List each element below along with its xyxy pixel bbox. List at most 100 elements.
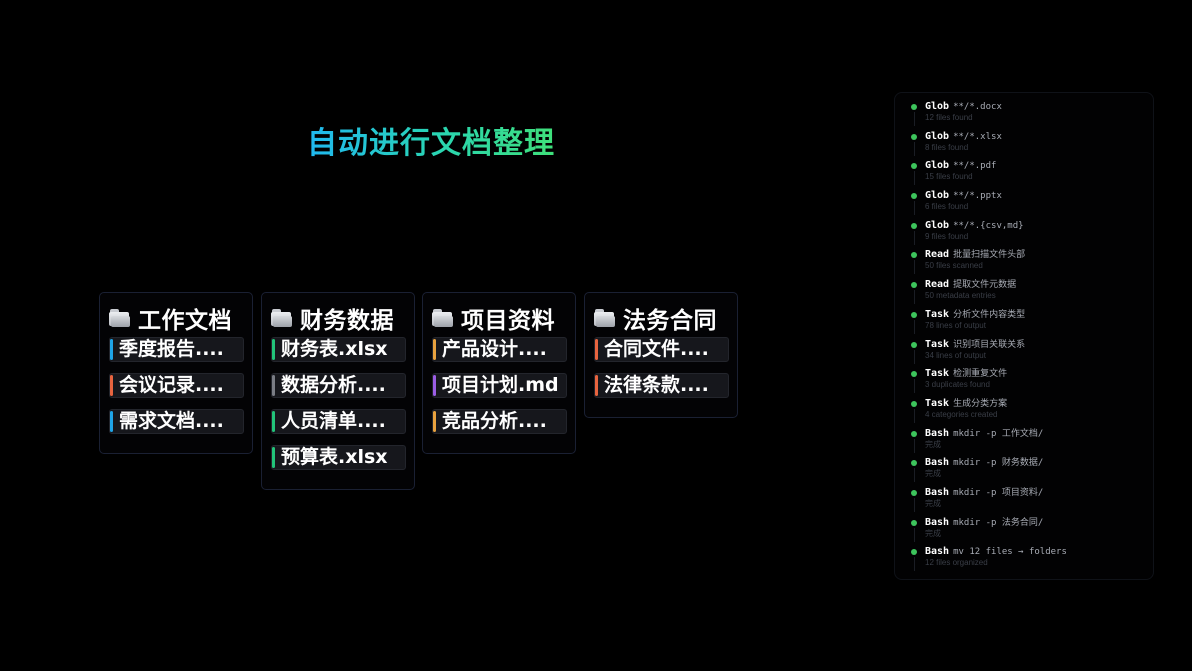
- folder-icon: [594, 309, 616, 327]
- log-arg: mkdir -p 工作文档/: [953, 428, 1044, 439]
- status-dot-icon: [911, 430, 917, 437]
- log-tool: Bash: [925, 516, 950, 528]
- file-chip[interactable]: 法律条款....: [594, 373, 729, 398]
- file-chip[interactable]: 季度报告....: [109, 337, 244, 362]
- folder-icon: [109, 309, 131, 327]
- log-result: 12 files organized: [925, 558, 988, 568]
- log-arg: 识别项目关联关系: [953, 339, 1026, 350]
- status-dot-icon: [911, 104, 917, 110]
- status-dot-icon: [911, 549, 917, 556]
- log-result: 50 metadata entries: [925, 291, 996, 301]
- status-dot-icon: [911, 460, 917, 467]
- file-chip[interactable]: 项目计划.md: [432, 373, 567, 398]
- folder-card-legal-contracts[interactable]: 法务合同 合同文件.... 法律条款....: [584, 292, 738, 418]
- file-chip[interactable]: 财务表.xlsx: [271, 337, 406, 362]
- log-arg: mv 12 files → folders: [953, 547, 1067, 558]
- log-result: 3 duplicates found: [925, 380, 990, 390]
- folder-card-work-docs[interactable]: 工作文档 季度报告.... 会议记录.... 需求文档....: [99, 292, 253, 454]
- log-arg: **/*.pdf: [953, 161, 997, 172]
- folder-icon: [432, 309, 454, 327]
- status-dot-icon: [911, 371, 917, 378]
- status-dot-icon: [911, 252, 917, 259]
- status-dot-icon: [911, 282, 917, 289]
- log-arg: mkdir -p 法务合同/: [953, 517, 1044, 528]
- status-dot-icon: [911, 341, 917, 348]
- log-tool: Task: [925, 308, 950, 320]
- log-arg: **/*.{csv,md}: [953, 220, 1024, 231]
- file-chip[interactable]: 会议记录....: [109, 373, 244, 398]
- folder-icon: [271, 309, 293, 327]
- log-result: 34 lines of output: [925, 350, 986, 360]
- log-tool: Bash: [925, 427, 950, 439]
- log-arg: 生成分类方案: [953, 398, 1008, 409]
- log-tool: Task: [925, 338, 950, 350]
- status-dot-icon: [911, 489, 917, 496]
- log-arg: mkdir -p 财务数据/: [953, 458, 1044, 469]
- page-title: 自动进行文档整理: [307, 118, 555, 162]
- log-arg: 检测重复文件: [953, 369, 1008, 380]
- folder-card-project-materials[interactable]: 项目资料 产品设计.... 项目计划.md 竞品分析....: [422, 292, 576, 454]
- file-chip[interactable]: 预算表.xlsx: [271, 445, 406, 470]
- log-tool: Read: [925, 279, 950, 291]
- file-chip[interactable]: 人员清单....: [271, 409, 406, 434]
- status-dot-icon: [911, 222, 917, 229]
- log-result: 4 categories created: [925, 409, 998, 419]
- folder-name: 法务合同: [623, 308, 717, 334]
- log-tool: Task: [925, 397, 950, 409]
- file-chip[interactable]: 竞品分析....: [432, 409, 567, 434]
- log-tool: Bash: [925, 486, 950, 498]
- log-result: 6 files found: [925, 202, 969, 212]
- log-result: 78 lines of output: [925, 320, 986, 330]
- log-result: 完成: [925, 528, 941, 538]
- log-arg: **/*.pptx: [953, 191, 1002, 202]
- log-result: 12 files found: [925, 113, 973, 122]
- log-tool: Task: [925, 368, 950, 380]
- folder-header: 法务合同: [594, 303, 729, 334]
- file-chip[interactable]: 需求文档....: [109, 409, 244, 434]
- folder-header: 财务数据: [271, 303, 406, 334]
- folder-name: 财务数据: [300, 308, 394, 334]
- status-dot-icon: [911, 163, 917, 170]
- log-result: 完成: [925, 469, 941, 479]
- file-chip[interactable]: 产品设计....: [432, 337, 567, 362]
- file-chip[interactable]: 数据分析....: [271, 373, 406, 398]
- log-tool: Glob: [925, 130, 950, 142]
- log-result: 8 files found: [925, 142, 969, 152]
- log-tool: Glob: [925, 101, 950, 112]
- folder-card-finance-data[interactable]: 财务数据 财务表.xlsx 数据分析.... 人员清单.... 预算表.xlsx: [261, 292, 415, 490]
- log-entry: Glob**/*.{csv,md}9 files found: [911, 220, 1153, 250]
- log-tool: Glob: [925, 190, 950, 202]
- status-dot-icon: [911, 193, 917, 200]
- log-arg: 分析文件内容类型: [953, 309, 1026, 320]
- status-dot-icon: [911, 311, 917, 318]
- file-chip[interactable]: 合同文件....: [594, 337, 729, 362]
- log-tool: Glob: [925, 219, 950, 231]
- status-dot-icon: [911, 133, 917, 140]
- log-arg: **/*.xlsx: [953, 131, 1002, 142]
- log-tool: Bash: [925, 546, 950, 558]
- log-arg: **/*.docx: [953, 102, 1002, 112]
- log-tool: Glob: [925, 160, 950, 172]
- log-arg: mkdir -p 项目资料/: [953, 487, 1044, 498]
- log-result: 9 files found: [925, 231, 969, 241]
- log-tool: Bash: [925, 457, 950, 469]
- log-arg: 批量扫描文件头部: [953, 250, 1026, 261]
- status-dot-icon: [911, 400, 917, 407]
- log-result: 15 files found: [925, 172, 973, 182]
- log-result: 完成: [925, 439, 941, 449]
- folder-name: 项目资料: [461, 308, 555, 334]
